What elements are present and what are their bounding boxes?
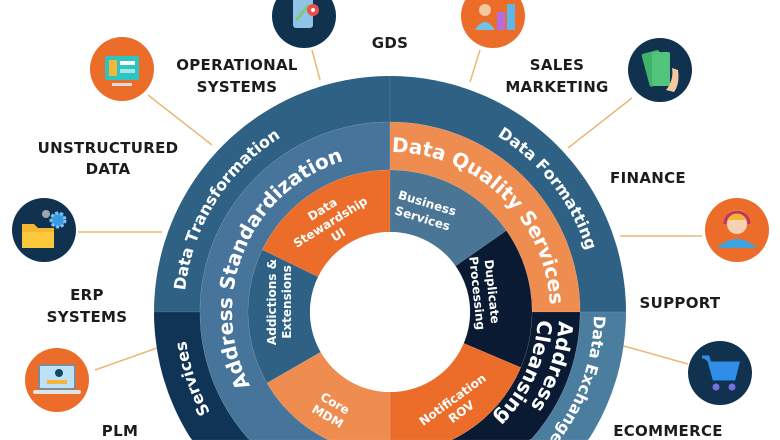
ring-label-char: d — [546, 349, 573, 369]
ring-label-char: e — [542, 276, 568, 293]
connector-lines — [78, 49, 702, 371]
outer-segment-services — [153, 311, 390, 440]
label-unstructured-data-1: UNSTRUCTURED — [38, 139, 179, 157]
ring-label-char: E — [581, 362, 602, 378]
label-plm: PLM — [102, 422, 138, 440]
ring-label-char: r — [215, 334, 240, 348]
connector-gds — [311, 49, 321, 81]
label-ecommerce: ECOMMERCE — [613, 422, 723, 440]
label-operational-systems-1: OPERATIONAL — [176, 56, 298, 74]
ring-label-char: e — [173, 349, 194, 364]
ring-label-char: t — [587, 339, 607, 350]
folder-gear-icon — [12, 198, 76, 262]
ring-label-char: d — [550, 335, 576, 354]
label-finance: FINANCE — [610, 169, 686, 187]
inner-segment-addictions-extensions — [247, 249, 322, 384]
label-line: Extensions — [280, 265, 294, 339]
label-operational-systems-2: SYSTEMS — [197, 78, 278, 96]
ring-label-char: a — [172, 264, 193, 278]
inner-label-addictions-extensions: Addictions & Extensions — [265, 259, 294, 345]
label-line: Duplicate — [482, 259, 503, 325]
ring-label-char: D — [391, 133, 409, 158]
ring-label-char: s — [544, 291, 569, 305]
ring-label-char: A — [552, 320, 577, 338]
ring-label-char: s — [171, 340, 191, 352]
ring-label-char: D — [170, 275, 191, 291]
ring-segments — [153, 75, 627, 440]
label-unstructured-data-2: DATA — [86, 160, 131, 178]
outer-ring-label-services: Services — [171, 340, 213, 419]
sales-growth-icon — [461, 0, 525, 48]
ring-label-char: a — [176, 245, 197, 261]
connector-operational — [147, 94, 213, 146]
ring-label-char: e — [527, 340, 554, 359]
ring-label-char: C — [531, 319, 556, 336]
ring-label-char: a — [585, 346, 606, 360]
headset-agent-icon — [705, 198, 769, 262]
ring-label-char: d — [217, 343, 244, 363]
connector-sales — [469, 49, 481, 83]
shopping-cart-icon — [688, 341, 752, 405]
outer-segment-data-exchange — [390, 311, 627, 440]
label-line: Addictions & — [265, 259, 279, 345]
label-support: SUPPORT — [640, 294, 721, 312]
label-sales-marketing-1: SALES — [530, 56, 585, 74]
ring-label-char: e — [213, 321, 238, 337]
ring-label-char: D — [589, 315, 609, 329]
ring-label-char: l — [530, 333, 555, 344]
connector-finance — [567, 97, 633, 149]
monitor-icon — [90, 37, 154, 101]
connector-erp — [94, 347, 158, 371]
ring-label-char: s — [213, 296, 238, 309]
ring-label-char: c — [175, 360, 196, 374]
ring-label-char: a — [588, 328, 608, 341]
label-gds: GDS — [372, 34, 408, 52]
label-erp-systems-2: SYSTEMS — [47, 308, 128, 326]
label-sales-marketing-2: MARKETING — [505, 78, 608, 96]
ring-label-char: i — [178, 369, 198, 380]
label-erp-systems-1: ERP — [70, 286, 104, 304]
center-circle — [310, 232, 470, 392]
ring-label-char: a — [407, 134, 424, 160]
money-hand-icon — [628, 38, 692, 102]
ring-label-char: e — [546, 429, 568, 440]
ring-label-char: S — [215, 273, 241, 291]
label-line: UI — [329, 225, 348, 244]
ring-label-char: s — [213, 309, 237, 321]
map-phone-icon — [272, 0, 336, 48]
ring-label-char: c — [539, 264, 565, 281]
laptop-login-icon — [25, 348, 89, 412]
